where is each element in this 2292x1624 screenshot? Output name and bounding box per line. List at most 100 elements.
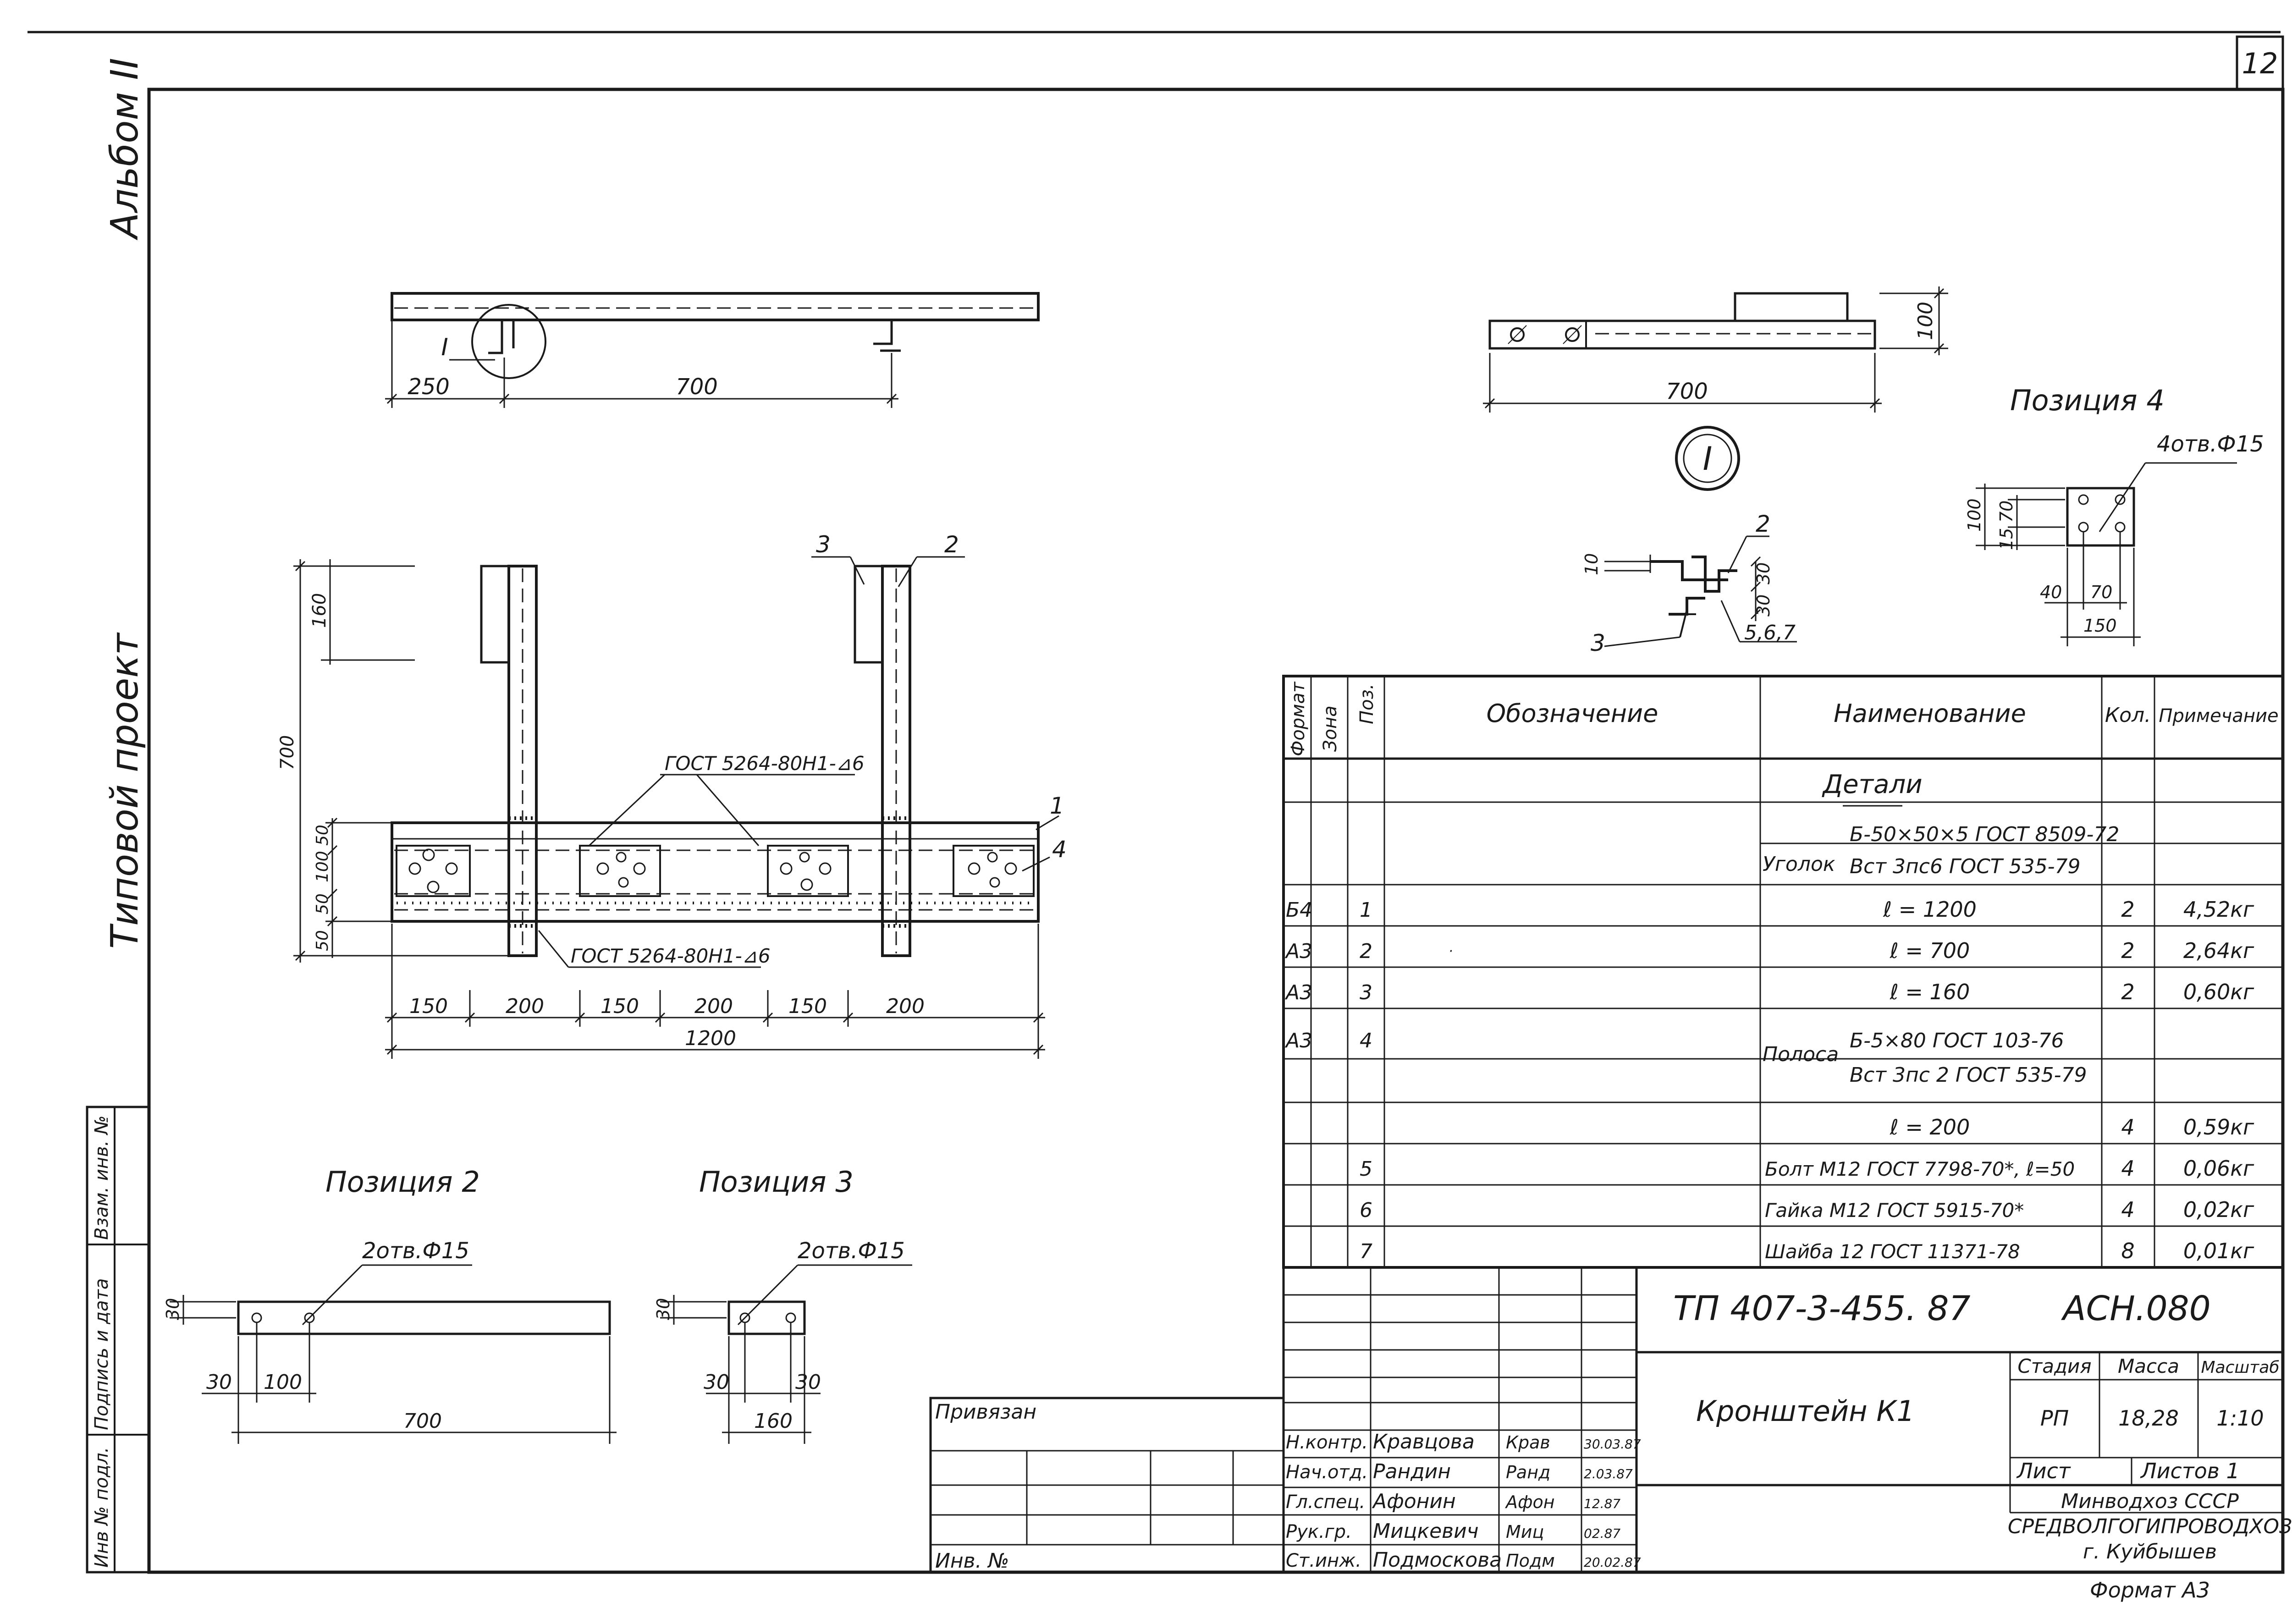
spec-row-name: Шайба 12 ГОСТ 11371-78 — [1765, 1240, 2020, 1263]
person-sign: Афон — [1504, 1492, 1555, 1512]
title-mass: 18,28 — [2118, 1406, 2179, 1431]
person-name: Афонин — [1372, 1490, 1456, 1513]
spec-row-7: 6 Гайка М12 ГОСТ 5915-70* 4 0,02кг — [1360, 1197, 2254, 1222]
spec-row-2: А3 2 ℓ = 700 2 2,64кг — [1284, 938, 2254, 963]
spec-row-pos: 3 — [1360, 981, 1372, 1004]
spec-row-qty: 4 — [2121, 1197, 2134, 1222]
person-date: 20.02.87 — [1584, 1555, 1641, 1570]
plan-dim-b6: 200 — [886, 995, 925, 1018]
plan-view — [293, 556, 1059, 1059]
album-label: Альбом II — [103, 58, 147, 241]
spec-row-format: Б4 — [1286, 898, 1312, 922]
spec-row-note: 0,60кг — [2183, 980, 2254, 1004]
spec-header-pos: Поз. — [1356, 683, 1377, 724]
position4-dim-70v: 70 — [1996, 501, 2017, 523]
position4-title: Позиция 4 — [2010, 384, 2165, 417]
title-org-2: СРЕДВОЛГОГИПРОВОДХОЗ — [2008, 1515, 2292, 1538]
position3-title: Позиция 3 — [699, 1165, 854, 1199]
spec-table — [1282, 675, 2284, 1269]
spec-ugolok-label: Уголок — [1763, 853, 1835, 876]
spec-row-8: 7 Шайба 12 ГОСТ 11371-78 8 0,01кг — [1360, 1239, 2254, 1263]
person-sign: Ранд — [1506, 1462, 1550, 1482]
position3-drawing — [660, 1264, 912, 1444]
person-role: Ст.инж. — [1286, 1550, 1361, 1571]
position2-dim-100: 100 — [264, 1371, 302, 1394]
spec-row-note: 0,01кг — [2183, 1239, 2254, 1263]
spec-row-pos: 5 — [1360, 1157, 1372, 1181]
spec-row-pos: 1 — [1360, 898, 1372, 922]
spec-polosa-line2: Вст 3пс 2 ГОСТ 535-79 — [1850, 1063, 2087, 1087]
page-number: 12 — [2242, 47, 2278, 80]
node-I — [1604, 426, 1797, 647]
spec-row-name: ℓ = 700 — [1890, 938, 1970, 963]
plan-dim-50b: 50 — [313, 893, 332, 914]
spec-row-note: 2,64кг — [2183, 938, 2254, 963]
position2-holes: 2отв.Ф15 — [362, 1238, 469, 1264]
plan-dim-700: 700 — [277, 735, 298, 770]
spec-ugolok-line1: Б-50×50×5 ГОСТ 8509-72 — [1850, 823, 2119, 846]
spec-row-qty: 4 — [2121, 1115, 2134, 1140]
position4-holes: 4отв.Ф15 — [2157, 431, 2264, 457]
position2-dim-700: 700 — [403, 1409, 442, 1433]
spec-header-qty: Кол. — [2105, 704, 2151, 727]
spec-row-name: ℓ = 200 — [1890, 1115, 1970, 1140]
stamp-inv-podl: Инв № подл. — [91, 1447, 112, 1568]
position2-title: Позиция 2 — [325, 1165, 480, 1199]
plan-dim-total: 1200 — [685, 1027, 736, 1050]
spec-row-6: 5 Болт М12 ГОСТ 7798-70*, ℓ=50 4 0,06кг — [1360, 1156, 2254, 1181]
position4-dim-40: 40 — [2040, 582, 2062, 602]
spec-row-pos: 6 — [1360, 1199, 1372, 1222]
plan-pos1: 1 — [1050, 793, 1064, 819]
person-role: Гл.спец. — [1286, 1492, 1365, 1513]
node-I-pos567: 5,6,7 — [1744, 621, 1796, 644]
side-dim-100: 100 — [1914, 302, 1937, 340]
person-row-1: Н.контр. Кравцова Крав 30.03.87 — [1286, 1430, 1641, 1453]
person-sign: Крав — [1506, 1432, 1550, 1453]
position2-dim-30v: 30 — [163, 1298, 183, 1320]
title-scale: 1:10 — [2216, 1406, 2264, 1431]
spec-row-format: А3 — [1284, 981, 1312, 1004]
spec-header-zone: Зона — [1320, 705, 1341, 752]
plan-dim-b4: 200 — [694, 995, 733, 1018]
stamp-podpis-data: Подпись и дата — [91, 1278, 112, 1430]
title-sheet-label: Лист — [2016, 1459, 2071, 1483]
spec-row-note: 0,59кг — [2183, 1115, 2254, 1140]
stamp-vzam-inv: Взам. инв. № — [91, 1115, 112, 1240]
position3-dim-30r: 30 — [795, 1371, 821, 1394]
spec-row-4: А3 4 — [1284, 1029, 1372, 1052]
title-org-3: г. Куйбышев — [2083, 1540, 2217, 1563]
person-row-3: Гл.спец. Афонин Афон 12.87 — [1286, 1490, 1620, 1513]
position2-dim-30h: 30 — [206, 1371, 232, 1394]
spec-row-name: ℓ = 1200 — [1883, 897, 1977, 922]
title-inv-no: Инв. № — [935, 1549, 1009, 1573]
top-view — [385, 292, 1040, 408]
spec-header-name: Наименование — [1834, 699, 2026, 728]
plan-pos3: 3 — [816, 531, 831, 558]
spec-section: Детали — [1821, 770, 1922, 799]
spec-row-3: А3 3 ℓ = 160 2 0,60кг — [1284, 980, 2254, 1004]
project-type-label: Типовой проект — [103, 632, 147, 949]
title-drawing-name: Кронштейн К1 — [1696, 1394, 1915, 1428]
top-callout-I: I — [441, 334, 448, 361]
spec-row-pos: 4 — [1360, 1029, 1372, 1052]
position3-dim-160: 160 — [754, 1409, 793, 1433]
person-sign: Подм — [1506, 1551, 1555, 1571]
spec-row-pos: 2 — [1360, 940, 1372, 963]
node-I-dim-30a: 30 — [1753, 562, 1774, 584]
title-stage: РП — [2040, 1406, 2069, 1431]
spec-row-note: 0,06кг — [2183, 1156, 2254, 1181]
person-row-4: Рук.гр. Мицкевич Миц 02.87 — [1286, 1519, 1620, 1543]
spec-row-qty: 4 — [2121, 1156, 2134, 1181]
plan-dim-b5: 150 — [788, 995, 827, 1018]
side-view — [1483, 286, 1948, 413]
spec-row-note: 0,02кг — [2183, 1197, 2254, 1222]
node-I-dim-10: 10 — [1581, 553, 1602, 575]
node-I-pos3: 3 — [1591, 630, 1605, 656]
node-I-dim-30b: 30 — [1753, 595, 1774, 617]
position4-dim-150: 150 — [2083, 616, 2117, 636]
bolt-holes — [408, 848, 1017, 893]
spec-header-note: Примечание — [2159, 705, 2278, 727]
plan-weld-bottom: ГОСТ 5264-80Н1-⊿6 — [571, 945, 771, 967]
person-sign: Миц — [1506, 1522, 1544, 1542]
spec-ugolok-line2: Вст 3пс6 ГОСТ 535-79 — [1850, 855, 2081, 878]
